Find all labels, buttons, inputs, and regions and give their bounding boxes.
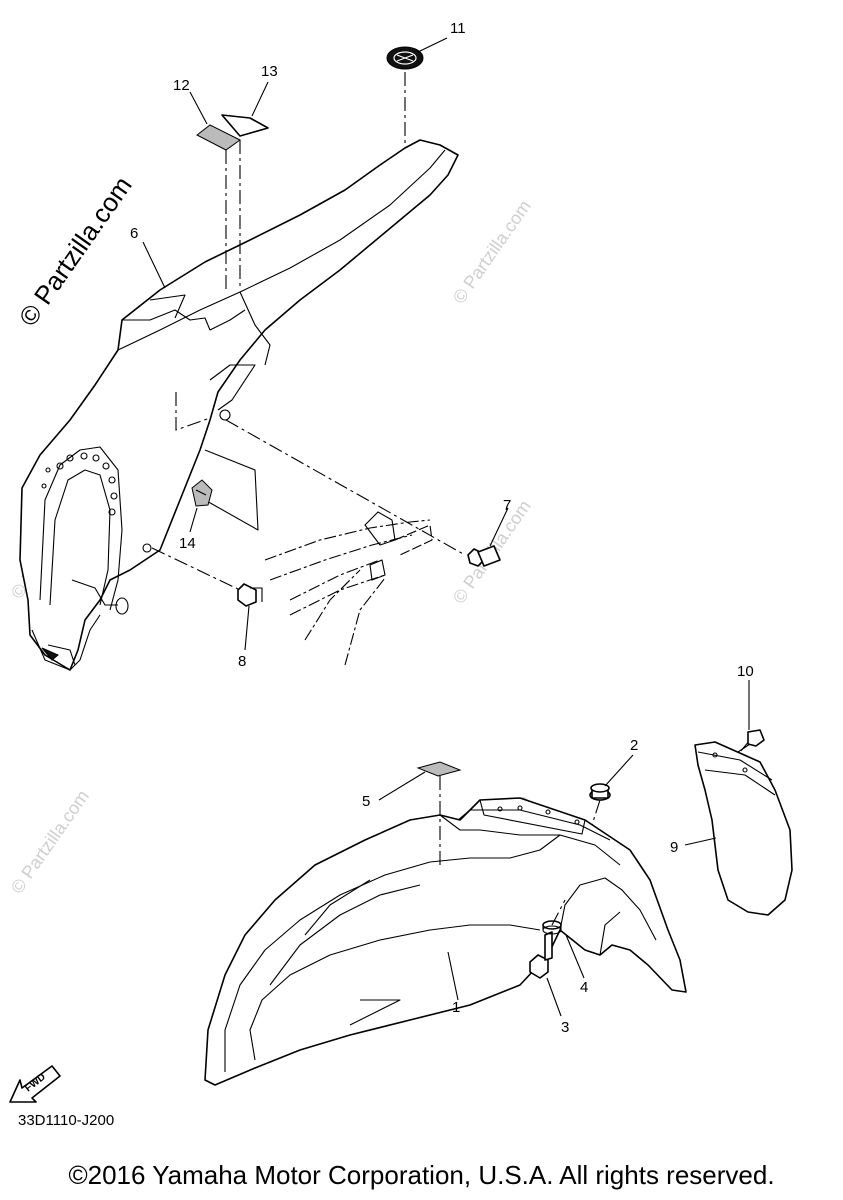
callout-8: 8: [238, 653, 246, 670]
part-12-13-decals: [196, 114, 269, 151]
watermark-faint: © Partzilla.com: [7, 786, 93, 897]
callout-6: 6: [130, 225, 138, 242]
part-10-screw: [737, 729, 765, 753]
diagram-code: 33D1110-J200: [18, 1112, 115, 1129]
part-3-bolt: [529, 931, 553, 979]
copyright-text: ©2016 Yamaha Motor Corporation, U.S.A. A…: [68, 1160, 775, 1190]
front-fender-part-1: [204, 797, 687, 1086]
callout-12: 12: [173, 77, 190, 94]
part-11-emblem: [386, 46, 424, 70]
callout-1: 1: [452, 999, 460, 1016]
watermark-faint: © Partzilla.com: [449, 196, 535, 307]
callout-2: 2: [630, 737, 638, 754]
frame-rails: [264, 511, 433, 666]
part-14-nut: [191, 479, 213, 507]
callout-11: 11: [450, 20, 466, 37]
fwd-arrow-icon: FWD: [9, 1065, 61, 1103]
guard-part-9: [694, 741, 793, 916]
callout-3: 3: [561, 1019, 569, 1036]
leader-lines: [142, 37, 750, 1017]
fender-bolt-holes: [41, 452, 118, 516]
callout-13: 13: [261, 63, 278, 80]
callout-4: 4: [580, 979, 588, 996]
callout-labels: 1 2 3 4 5 6 7 8 9 10 11 12 13 14: [130, 20, 754, 1036]
callout-14: 14: [179, 535, 196, 552]
part-8-bolt: [237, 583, 263, 607]
callout-7: 7: [503, 497, 511, 514]
rear-fender-part-6: [19, 139, 459, 671]
part-7-bolt: [467, 545, 501, 567]
callout-9: 9: [670, 839, 678, 856]
alignment-lines-rear: [151, 72, 466, 591]
part-2-grommet: [589, 783, 611, 801]
callout-10: 10: [737, 663, 754, 680]
callout-5: 5: [362, 793, 370, 810]
part-5-decal: [416, 761, 462, 777]
